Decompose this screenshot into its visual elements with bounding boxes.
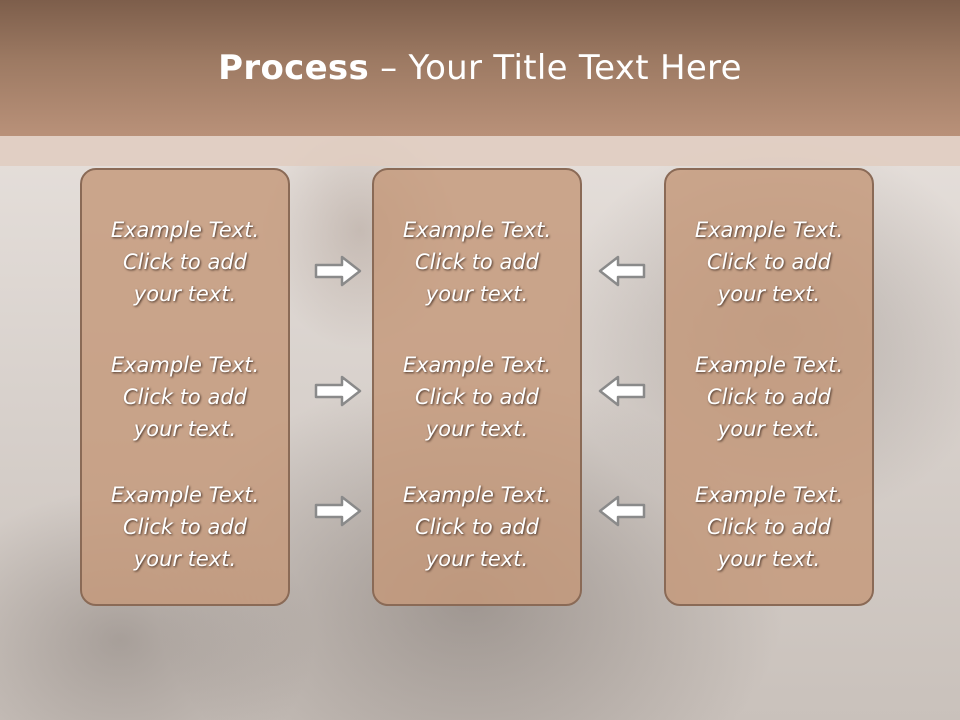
text-line: your text.	[717, 547, 821, 571]
text-block-2-1[interactable]: Example Text. Click to add your text.	[374, 214, 580, 310]
arrow-left-icon[interactable]	[598, 373, 646, 409]
title-rest-part: – Your Title Text Here	[369, 48, 742, 88]
text-line: Click to add	[122, 250, 247, 274]
text-line: your text.	[717, 282, 821, 306]
text-line: your text.	[133, 282, 237, 306]
text-line: Example Text.	[110, 218, 260, 242]
text-line: your text.	[425, 547, 529, 571]
title-bold-part: Process	[218, 48, 370, 88]
text-line: Example Text.	[402, 218, 552, 242]
text-line: Click to add	[122, 515, 247, 539]
text-line: Click to add	[414, 250, 539, 274]
title-underband	[0, 136, 960, 166]
slide-title[interactable]: Process – Your Title Text Here	[0, 48, 960, 88]
text-line: your text.	[717, 417, 821, 441]
text-line: your text.	[133, 417, 237, 441]
process-box-2[interactable]: Example Text. Click to add your text. Ex…	[372, 168, 582, 606]
arrow-left-icon[interactable]	[598, 493, 646, 529]
text-block-2-2[interactable]: Example Text. Click to add your text.	[374, 349, 580, 445]
text-line: Click to add	[706, 250, 831, 274]
text-line: your text.	[133, 547, 237, 571]
text-line: Example Text.	[110, 353, 260, 377]
text-line: Click to add	[706, 385, 831, 409]
text-line: Click to add	[706, 515, 831, 539]
text-line: Example Text.	[694, 218, 844, 242]
text-block-2-3[interactable]: Example Text. Click to add your text.	[374, 479, 580, 575]
text-line: Example Text.	[694, 483, 844, 507]
text-line: Click to add	[122, 385, 247, 409]
text-block-3-2[interactable]: Example Text. Click to add your text.	[666, 349, 872, 445]
text-line: Example Text.	[402, 483, 552, 507]
text-block-3-1[interactable]: Example Text. Click to add your text.	[666, 214, 872, 310]
text-line: Click to add	[414, 515, 539, 539]
text-block-3-3[interactable]: Example Text. Click to add your text.	[666, 479, 872, 575]
text-line: Example Text.	[110, 483, 260, 507]
process-box-3[interactable]: Example Text. Click to add your text. Ex…	[664, 168, 874, 606]
text-line: Example Text.	[694, 353, 844, 377]
arrow-right-icon[interactable]	[314, 253, 362, 289]
text-line: your text.	[425, 282, 529, 306]
arrow-left-icon[interactable]	[598, 253, 646, 289]
text-line: your text.	[425, 417, 529, 441]
text-block-1-1[interactable]: Example Text. Click to add your text.	[82, 214, 288, 310]
arrow-right-icon[interactable]	[314, 493, 362, 529]
text-line: Click to add	[414, 385, 539, 409]
text-block-1-3[interactable]: Example Text. Click to add your text.	[82, 479, 288, 575]
text-block-1-2[interactable]: Example Text. Click to add your text.	[82, 349, 288, 445]
process-box-1[interactable]: Example Text. Click to add your text. Ex…	[80, 168, 290, 606]
text-line: Example Text.	[402, 353, 552, 377]
arrow-right-icon[interactable]	[314, 373, 362, 409]
title-banner	[0, 0, 960, 136]
